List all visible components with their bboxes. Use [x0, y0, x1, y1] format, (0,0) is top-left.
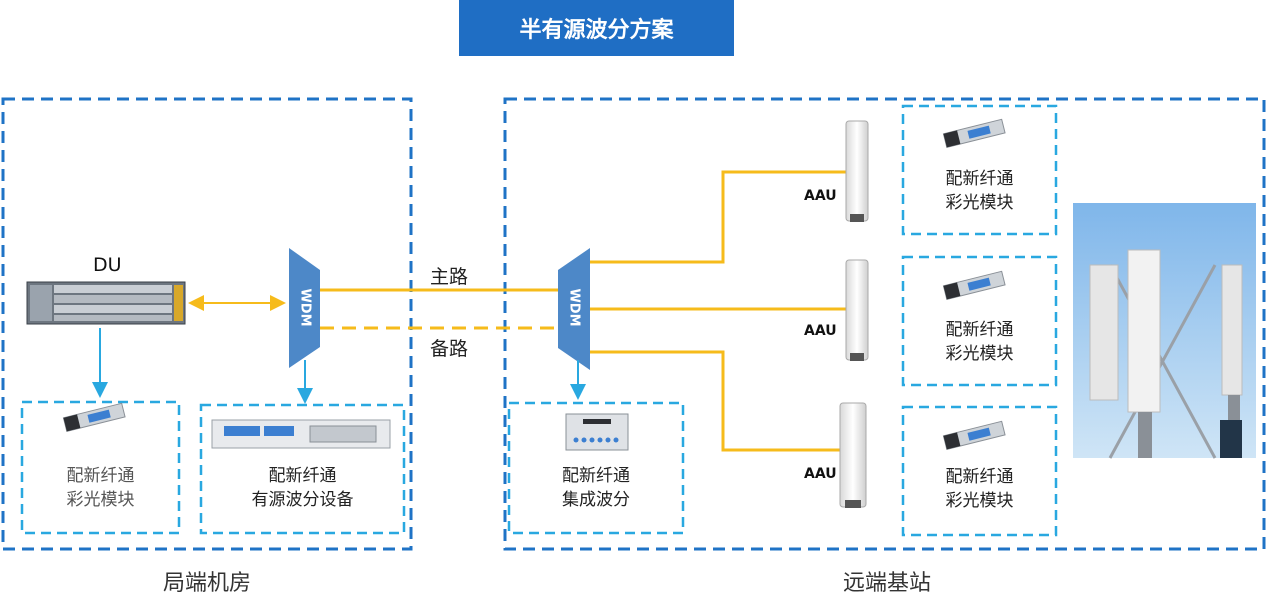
- active-wdm-box: [199, 403, 406, 535]
- sfp-module-icon-remote-1: [942, 118, 1006, 149]
- remote-optical-text-3: 配新纤通 彩光模块: [903, 465, 1056, 513]
- backup-path-label: 备路: [430, 338, 469, 360]
- remote-optical-text-1: 配新纤通 彩光模块: [903, 167, 1056, 215]
- remote-optical-3-line-2: 彩光模块: [945, 491, 1014, 511]
- remote-optical-box-2: [901, 255, 1058, 387]
- remote-wdm-label: WDM: [566, 288, 582, 327]
- aau-label-3: AAU: [804, 466, 837, 482]
- active-wdm-text: 配新纤通 有源波分设备: [201, 464, 404, 512]
- remote-optical-3-line-1: 配新纤通: [945, 467, 1014, 487]
- aau-label-1: AAU: [804, 188, 837, 204]
- local-room-region: [1, 97, 413, 551]
- integrated-wdm-icon: [565, 413, 629, 451]
- remote-wdm-device: [558, 248, 590, 370]
- du-device: [26, 281, 186, 325]
- remote-optical-1-line-2: 彩光模块: [945, 193, 1014, 213]
- integrated-wdm-line-1: 配新纤通: [562, 466, 630, 486]
- aau-unit-1: [845, 120, 869, 222]
- integrated-wdm-box: [507, 401, 685, 535]
- aau-unit-2: [845, 259, 869, 361]
- page-title: 半有源波分方案: [459, 0, 734, 56]
- fiber-to-aau-1: [590, 170, 846, 264]
- local-optical-line-2: 彩光模块: [66, 490, 135, 510]
- local-wdm-label: WDM: [297, 288, 313, 327]
- integrated-wdm-text: 配新纤通 集成波分: [509, 464, 683, 512]
- main-path-label: 主路: [430, 266, 469, 288]
- remote-optical-box-1: [901, 104, 1058, 236]
- local-optical-line-1: 配新纤通: [66, 466, 135, 486]
- du-label: DU: [93, 254, 122, 276]
- remote-optical-1-line-1: 配新纤通: [945, 169, 1014, 189]
- remote-site-region: [503, 97, 1266, 551]
- sfp-module-icon-local: [62, 402, 126, 433]
- local-wdm-device: [289, 248, 320, 368]
- remote-optical-2-line-1: 配新纤通: [945, 320, 1014, 340]
- base-station-photo: [1073, 203, 1256, 459]
- integrated-wdm-line-2: 集成波分: [562, 490, 630, 510]
- local-room-label: 局端机房: [163, 571, 252, 596]
- active-wdm-rack-icon: [211, 419, 391, 449]
- active-wdm-line-1: 配新纤通: [268, 466, 337, 486]
- sfp-module-icon-remote-3: [942, 420, 1006, 451]
- remote-optical-box-3: [901, 405, 1058, 537]
- fiber-to-aau-3: [590, 350, 846, 452]
- remote-optical-2-line-2: 彩光模块: [945, 344, 1014, 364]
- local-optical-module-text: 配新纤通 彩光模块: [22, 464, 179, 512]
- aau-label-2: AAU: [804, 323, 837, 339]
- aau-unit-3: [839, 402, 867, 508]
- active-wdm-line-2: 有源波分设备: [251, 490, 354, 510]
- sfp-module-icon-remote-2: [942, 270, 1006, 301]
- remote-site-label: 远端基站: [843, 571, 932, 596]
- remote-optical-text-2: 配新纤通 彩光模块: [903, 318, 1056, 366]
